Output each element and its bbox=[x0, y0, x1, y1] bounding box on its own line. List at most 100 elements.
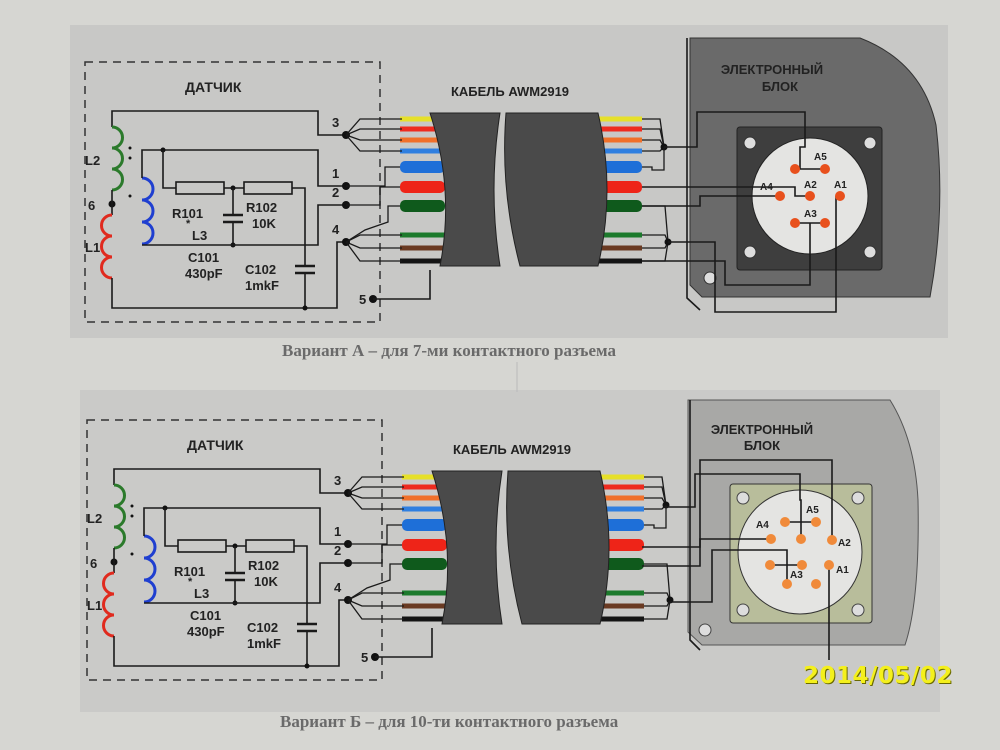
terminal-label: 2 bbox=[332, 185, 339, 200]
wire bbox=[664, 473, 802, 522]
junction-dot bbox=[130, 504, 134, 508]
cable-wire-right bbox=[598, 126, 642, 132]
wire bbox=[345, 241, 402, 249]
wire bbox=[345, 134, 402, 141]
label-r101: R101 bbox=[174, 564, 205, 579]
label-r101: R101 bbox=[172, 206, 203, 221]
screw-icon bbox=[743, 136, 757, 150]
connector-pin bbox=[790, 218, 800, 228]
label-l2: L2 bbox=[87, 511, 102, 526]
cable-wire-right bbox=[598, 161, 642, 173]
wire bbox=[644, 486, 667, 506]
wire bbox=[375, 628, 433, 658]
cable-wire-right bbox=[600, 484, 644, 490]
terminal-label: 5 bbox=[359, 292, 366, 307]
pin-label: A4 bbox=[760, 182, 773, 193]
wire bbox=[294, 545, 308, 624]
connector-pin bbox=[775, 191, 785, 201]
label-l1: L1 bbox=[87, 598, 102, 613]
cable-wire-left bbox=[402, 506, 447, 512]
cable-wire-left bbox=[402, 539, 447, 551]
pin-label: A1 bbox=[836, 565, 849, 576]
wire bbox=[664, 111, 806, 169]
wire bbox=[142, 204, 346, 246]
coil-l1 bbox=[100, 213, 113, 280]
terminal-label: 4 bbox=[334, 580, 342, 595]
terminal-label: 2 bbox=[334, 543, 341, 558]
cable-wire-left bbox=[400, 161, 445, 173]
wire bbox=[644, 599, 671, 620]
wire bbox=[644, 476, 667, 506]
cable-jacket-left bbox=[429, 112, 501, 267]
coil-l3 bbox=[143, 534, 157, 604]
sensor-label: ДАТЧИК bbox=[187, 437, 244, 453]
wire bbox=[668, 196, 837, 313]
wire bbox=[642, 186, 810, 197]
connector-face bbox=[737, 489, 863, 615]
cable-wire-right bbox=[600, 519, 644, 531]
label-star: * bbox=[188, 576, 193, 588]
screw-icon bbox=[703, 271, 717, 285]
cable-wire-right bbox=[600, 495, 644, 501]
cable-wire-left bbox=[402, 590, 447, 596]
wire bbox=[642, 459, 833, 548]
wire bbox=[345, 205, 400, 243]
wire bbox=[642, 223, 811, 286]
cable-wire-left bbox=[400, 148, 445, 154]
connector-pin bbox=[766, 534, 776, 544]
wire bbox=[347, 486, 404, 494]
wire bbox=[345, 241, 402, 262]
junction-dot bbox=[304, 663, 310, 669]
label-r102-value: 10K bbox=[252, 216, 276, 231]
label-r102-value: 10K bbox=[254, 574, 278, 589]
cable-wire-left bbox=[402, 603, 447, 609]
wire bbox=[686, 38, 701, 311]
wire bbox=[144, 562, 348, 604]
wire bbox=[644, 563, 671, 601]
coil-l3 bbox=[141, 176, 155, 246]
terminal-label: 1 bbox=[332, 166, 339, 181]
block-label: БЛОК bbox=[744, 438, 780, 453]
wire bbox=[141, 149, 346, 187]
wire bbox=[668, 549, 788, 603]
sensor-label: ДАТЧИК bbox=[185, 79, 242, 95]
label-star: * bbox=[186, 218, 191, 230]
label-c102: C102 bbox=[247, 620, 278, 635]
wire bbox=[162, 150, 176, 189]
cable-wire-right bbox=[600, 539, 644, 551]
screw-icon bbox=[743, 245, 757, 259]
wire bbox=[111, 110, 346, 136]
wire bbox=[642, 128, 665, 148]
cable-wire-right bbox=[598, 148, 642, 154]
date-stamp: 2014/05/02 bbox=[803, 663, 953, 689]
junction-dot bbox=[128, 146, 132, 150]
cable-wire-right bbox=[600, 558, 644, 570]
block-label: БЛОК bbox=[762, 79, 798, 94]
cable-wire-left bbox=[402, 558, 447, 570]
wire bbox=[642, 195, 780, 207]
label-c102-value: 1mkF bbox=[247, 636, 281, 651]
pin-label: A2 bbox=[804, 180, 817, 191]
pin-label: A3 bbox=[804, 209, 817, 220]
terminal-label: 4 bbox=[332, 222, 340, 237]
label-c101-value: 430pF bbox=[185, 266, 223, 281]
cable-wire-right bbox=[598, 181, 642, 193]
coil-l1 bbox=[102, 571, 115, 638]
wire bbox=[143, 507, 348, 545]
wire bbox=[346, 186, 400, 206]
cable-wire-left bbox=[400, 116, 445, 122]
wire bbox=[347, 599, 404, 607]
connector-pin bbox=[824, 560, 834, 570]
label-node-6: 6 bbox=[88, 198, 95, 213]
pin-label: A5 bbox=[806, 505, 819, 516]
connector-pin bbox=[796, 534, 806, 544]
pin-label: A2 bbox=[838, 538, 851, 549]
wire bbox=[164, 508, 178, 547]
terminal-label: 3 bbox=[334, 473, 341, 488]
cable-wire-right bbox=[598, 232, 642, 238]
junction-dot bbox=[302, 305, 308, 311]
wire bbox=[292, 187, 306, 266]
wire bbox=[347, 592, 404, 601]
